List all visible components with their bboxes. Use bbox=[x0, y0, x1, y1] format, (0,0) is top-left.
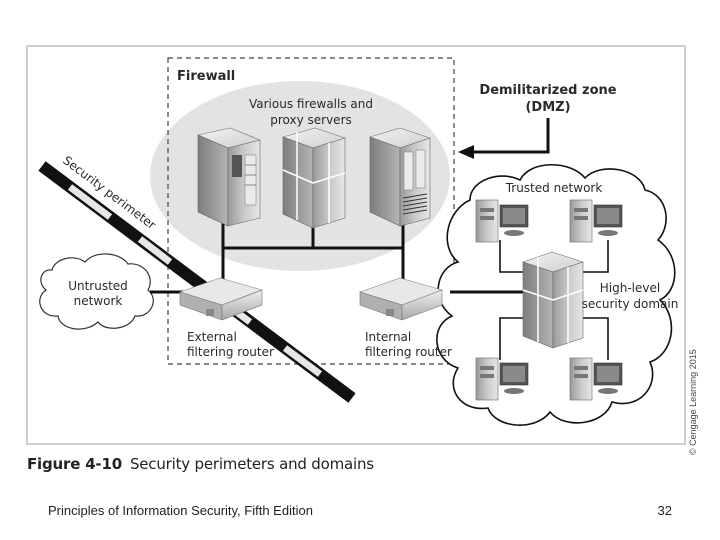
footer-book-title: Principles of Information Security, Fift… bbox=[48, 503, 313, 518]
dmz-label-2: (DMZ) bbox=[525, 100, 570, 115]
arrow-left-icon bbox=[458, 145, 474, 159]
untrusted-label-2: network bbox=[74, 294, 123, 308]
figure-number: Figure 4-10 bbox=[27, 455, 122, 473]
external-router-label-1: External bbox=[187, 330, 237, 344]
trusted-network-label: Trusted network bbox=[505, 181, 603, 195]
firewall-label: Firewall bbox=[177, 69, 235, 84]
firewall-boundary bbox=[167, 57, 455, 365]
external-filtering-router bbox=[179, 277, 263, 321]
workstation-bottom-left bbox=[475, 357, 529, 401]
internal-router-label-2: filtering router bbox=[365, 345, 452, 359]
workstation-bottom-right bbox=[569, 357, 623, 401]
internal-filtering-router bbox=[359, 277, 443, 321]
copyright-notice: © Cengage Learning 2015 bbox=[688, 349, 698, 455]
various-firewalls-label-2: proxy servers bbox=[270, 113, 352, 127]
untrusted-label-1: Untrusted bbox=[68, 279, 128, 293]
internal-router-label-1: Internal bbox=[365, 330, 411, 344]
figure-caption: Figure 4-10 Security perimeters and domai… bbox=[27, 455, 374, 473]
workstation-top-left bbox=[475, 199, 529, 243]
high-level-label-2: security domain bbox=[582, 297, 679, 311]
untrusted-network-cloud bbox=[39, 253, 154, 330]
trusted-network-lines bbox=[499, 240, 609, 360]
firewall-server-2 bbox=[282, 127, 346, 229]
dmz-arrow bbox=[458, 118, 550, 159]
high-level-label-1: High-level bbox=[600, 281, 660, 295]
footer-page-number: 32 bbox=[657, 503, 672, 518]
various-firewalls-label-1: Various firewalls and bbox=[249, 97, 373, 111]
dmz-label-1: Demilitarized zone bbox=[479, 83, 616, 98]
firewall-server-1 bbox=[197, 127, 261, 227]
firewall-server-3 bbox=[369, 127, 431, 227]
high-level-security-server bbox=[522, 251, 584, 349]
workstation-top-right bbox=[569, 199, 623, 243]
external-router-label-2: filtering router bbox=[187, 345, 274, 359]
figure-title: Security perimeters and domains bbox=[129, 455, 374, 473]
